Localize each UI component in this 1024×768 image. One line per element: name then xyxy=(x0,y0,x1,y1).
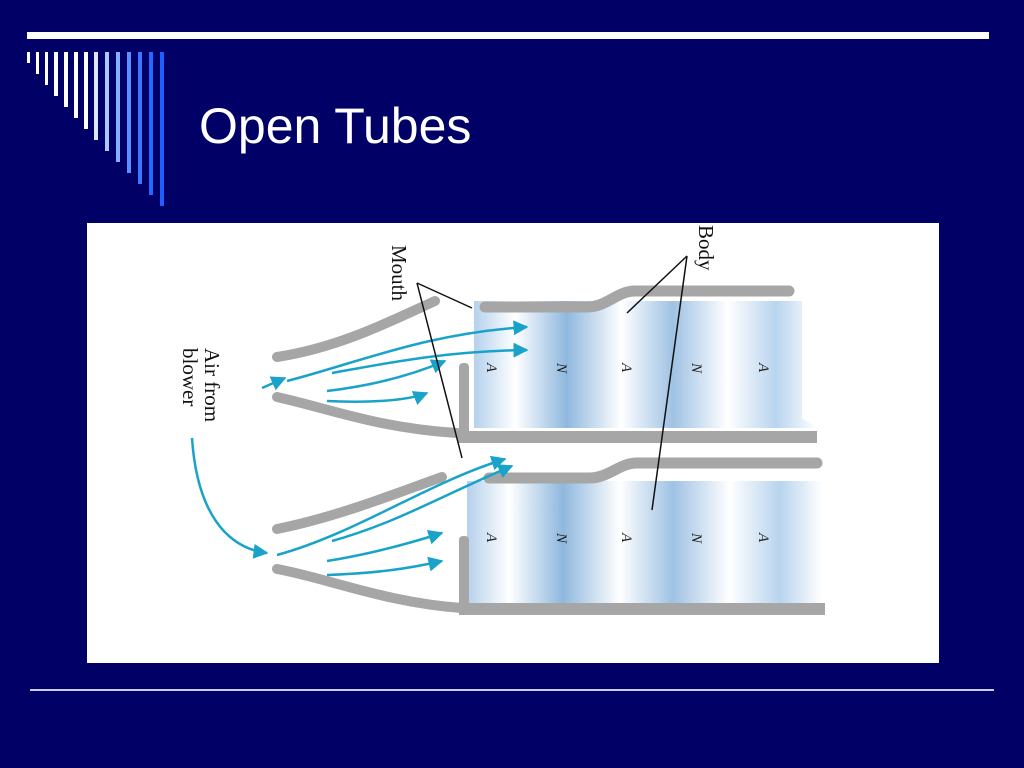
upper-node-marker: N xyxy=(553,362,569,374)
body-label: Body xyxy=(694,225,718,271)
lower-air-column xyxy=(467,481,822,603)
upper-languid xyxy=(459,363,469,435)
lower-node-marker: N xyxy=(553,532,569,544)
upper-foot-wall xyxy=(272,392,462,438)
lower-languid xyxy=(459,536,469,608)
upper-node-marker: A xyxy=(483,362,499,373)
mouth-label: Mouth xyxy=(387,245,411,302)
upper-pipe xyxy=(272,285,817,443)
air-from-label: Air from xyxy=(200,348,224,422)
blower-label: blower xyxy=(178,348,202,406)
upper-mouth-upper-lip xyxy=(272,296,440,362)
slide-title: Open Tubes xyxy=(199,98,472,154)
lower-pipe-top-wall xyxy=(483,457,823,484)
lower-mouth-upper-lip xyxy=(272,472,447,534)
upper-pipe-bottom-wall xyxy=(457,431,817,443)
air-flow-arrows xyxy=(190,320,529,577)
lower-pipe xyxy=(272,457,825,615)
upper-node-marker: A xyxy=(618,362,634,373)
upper-node-marker: N xyxy=(688,362,704,374)
lower-foot-wall xyxy=(272,564,467,613)
bottom-rule xyxy=(30,689,994,691)
decorative-stripes xyxy=(27,52,164,206)
upper-node-marker: A xyxy=(755,362,771,373)
organ-pipe-figure: Mouth Body Air from blower A N A N A A N… xyxy=(87,223,939,663)
lower-node-marker: A xyxy=(755,532,771,543)
leader-lines xyxy=(416,255,688,511)
upper-air-column xyxy=(474,301,817,428)
upper-pipe-top-wall xyxy=(479,285,795,313)
lower-node-marker: A xyxy=(483,532,499,543)
lower-node-marker: A xyxy=(618,532,634,543)
top-rule xyxy=(27,32,989,39)
lower-pipe-bottom-wall xyxy=(459,603,825,615)
organ-pipe-diagram: Mouth Body Air from blower A N A N A A N… xyxy=(178,225,825,615)
lower-node-marker: N xyxy=(688,532,704,544)
